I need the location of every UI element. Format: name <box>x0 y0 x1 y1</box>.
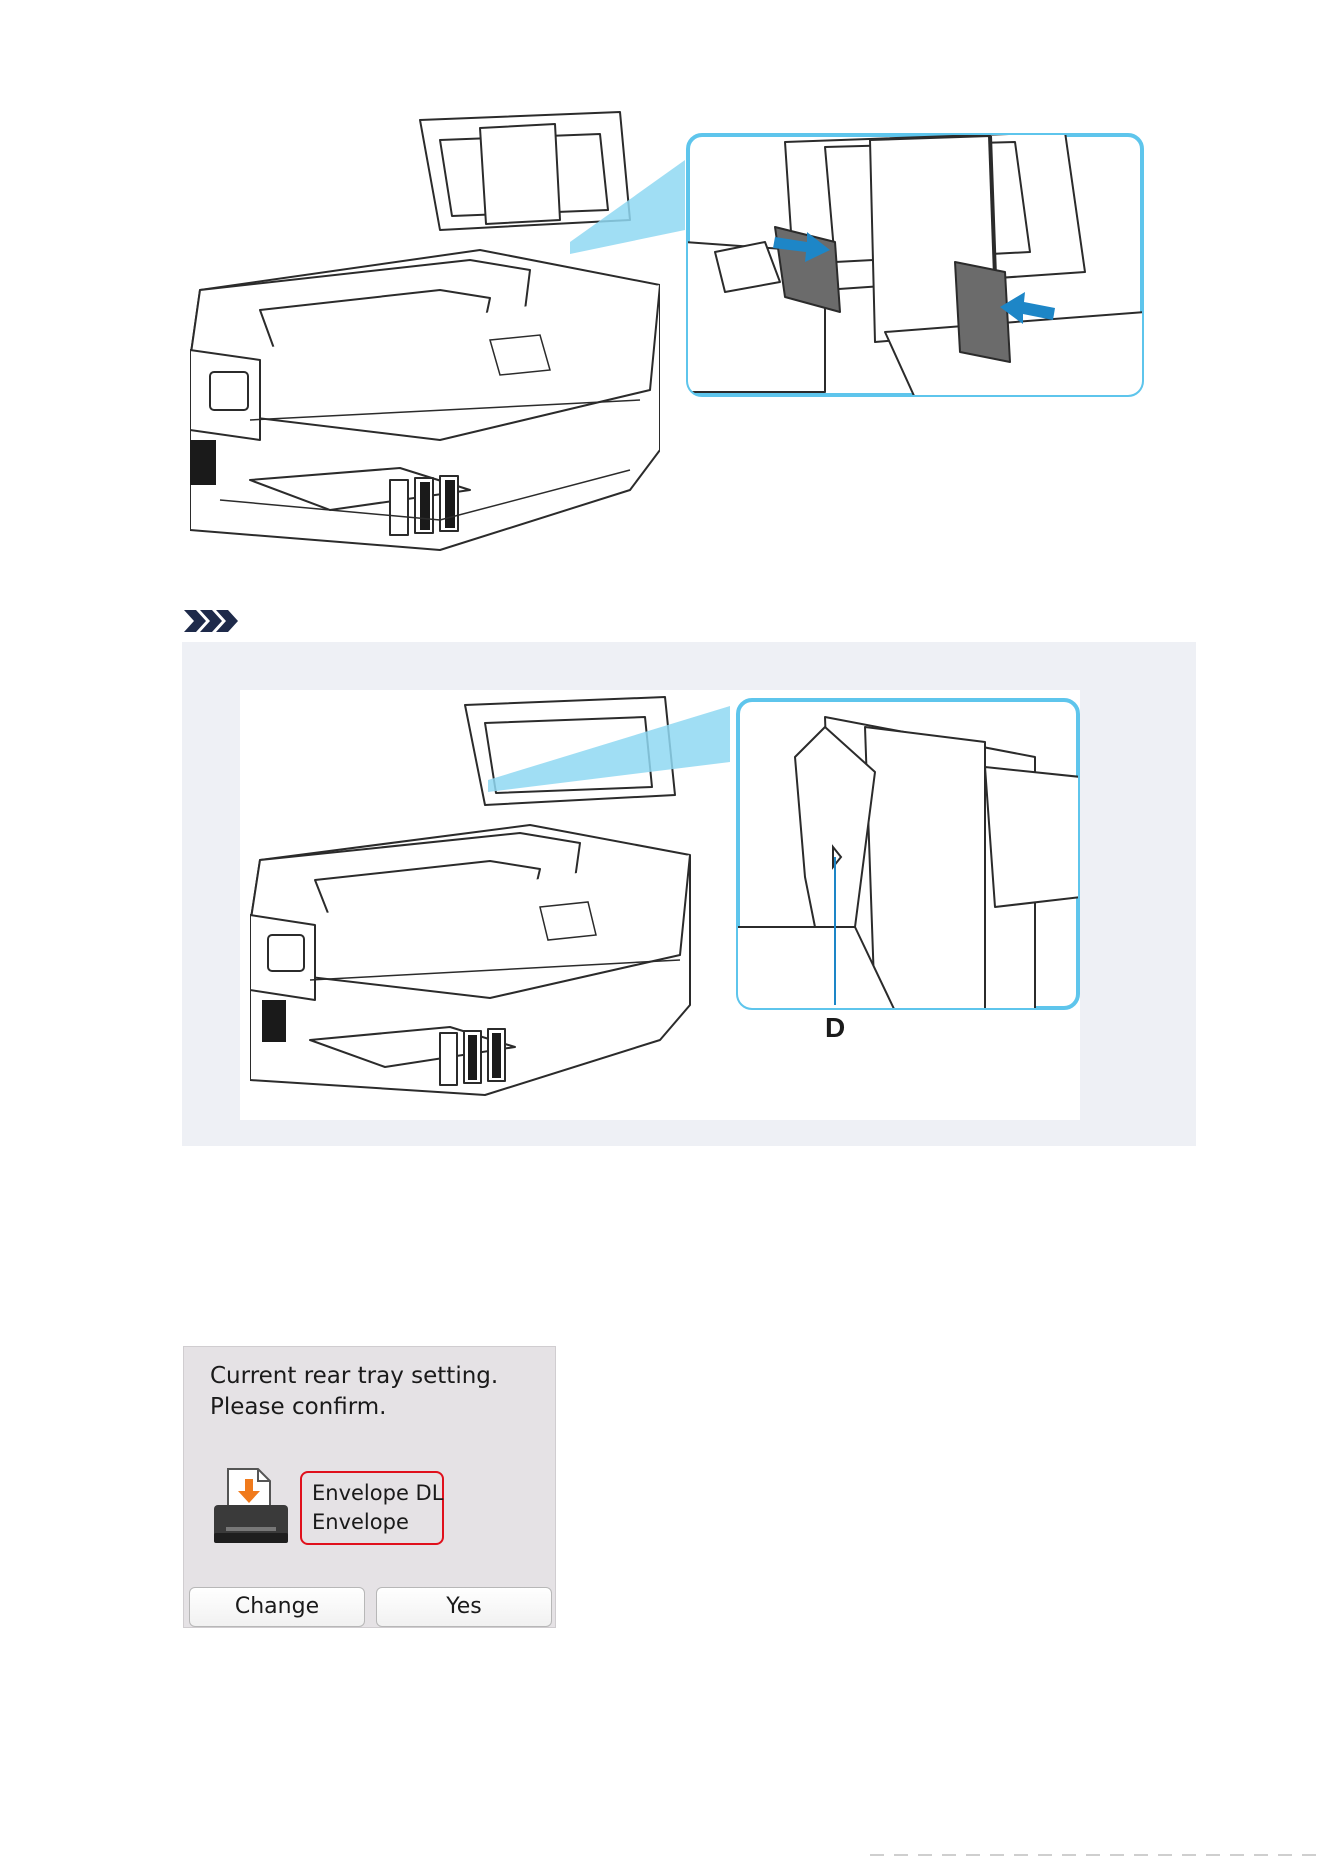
footer-divider <box>870 1850 1320 1860</box>
lcd-message-line1: Current rear tray setting. <box>210 1361 498 1392</box>
yes-button[interactable]: Yes <box>376 1587 552 1627</box>
callout-beam <box>560 130 700 270</box>
lcd-setting-line2: Envelope <box>312 1508 442 1537</box>
callout-beam-note <box>480 700 740 810</box>
lcd-confirmation-screen: Current rear tray setting. Please confir… <box>183 1346 556 1628</box>
lcd-setting-line1: Envelope DL <box>312 1479 442 1508</box>
note-chevrons-icon <box>184 610 242 632</box>
paper-guide-closeup <box>685 132 1145 398</box>
rear-tray-paper-icon <box>210 1467 292 1547</box>
lcd-message-line2: Please confirm. <box>210 1392 498 1423</box>
callout-label-d: D <box>825 1012 845 1044</box>
lcd-message: Current rear tray setting. Please confir… <box>210 1361 498 1423</box>
paper-mark-closeup <box>735 697 1081 1011</box>
lcd-setting-highlight: Envelope DL Envelope <box>300 1471 444 1545</box>
change-button[interactable]: Change <box>189 1587 365 1627</box>
